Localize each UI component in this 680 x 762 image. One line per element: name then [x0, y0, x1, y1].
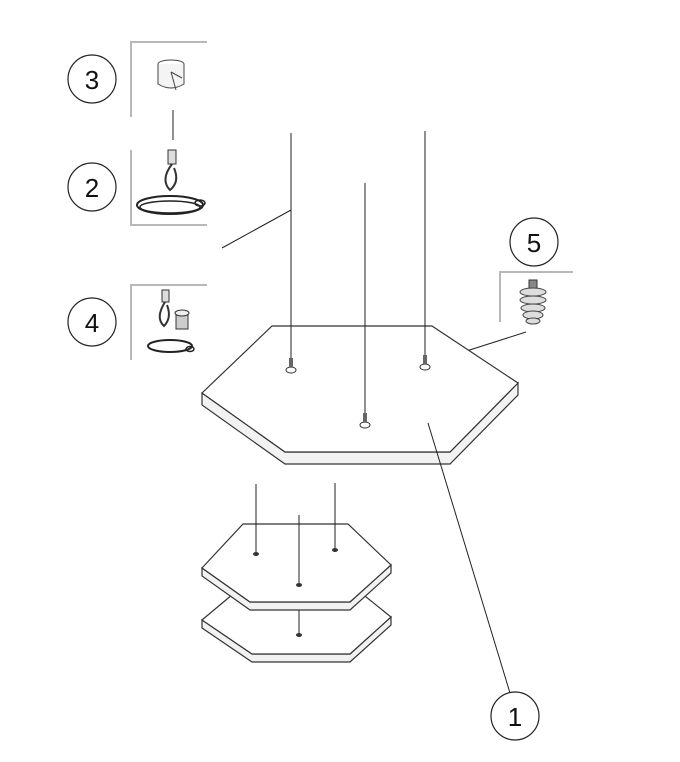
callout-1-label: 1 — [508, 702, 522, 732]
cable-kit-icon — [136, 149, 206, 215]
callout-4-label: 4 — [85, 308, 99, 338]
suspension-wires — [285, 131, 431, 429]
callout-3-label: 3 — [85, 65, 99, 95]
callout-2: 2 — [67, 162, 117, 212]
large-hexagon-panel — [201, 325, 519, 465]
callout-4: 4 — [67, 297, 117, 347]
bracket-3 — [130, 41, 207, 117]
callout-5-label: 5 — [527, 228, 541, 258]
callout-5: 5 — [509, 217, 559, 267]
callout-1: 1 — [490, 691, 540, 741]
callout-2-label: 2 — [85, 173, 99, 203]
bracket-2 — [130, 150, 207, 226]
cable-adapter-icon — [147, 289, 195, 353]
leader-1 — [427, 422, 511, 694]
leader-2 — [221, 209, 292, 249]
bracket-4 — [130, 284, 207, 360]
ceiling-cup-icon — [157, 59, 185, 91]
callout-3: 3 — [67, 54, 117, 104]
small-hexagon-panel-upper — [201, 483, 392, 611]
bracket-5 — [499, 271, 573, 322]
threaded-connector-icon — [519, 279, 547, 325]
